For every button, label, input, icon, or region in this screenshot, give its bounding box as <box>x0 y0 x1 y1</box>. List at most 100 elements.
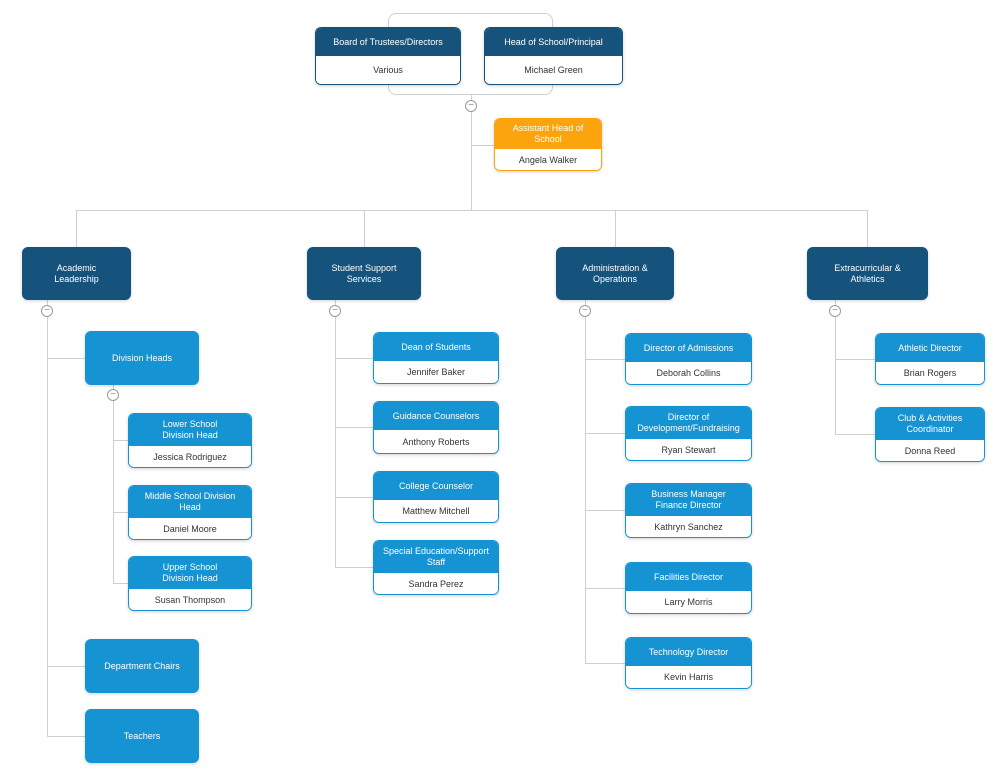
org-node-lower-school-division-head[interactable]: Lower School Division Head Jessica Rodri… <box>128 413 252 468</box>
node-person: Jennifer Baker <box>374 361 498 383</box>
node-title: Dean of Students <box>374 333 498 361</box>
org-node-college-counselor[interactable]: College Counselor Matthew Mitchell <box>373 471 499 523</box>
node-title: Director of Development/Fundraising <box>626 407 751 439</box>
connector-line <box>335 358 373 359</box>
org-node-division-heads[interactable]: Division Heads <box>85 331 199 385</box>
org-node-special-education-support-staff[interactable]: Special Education/Support Staff Sandra P… <box>373 540 499 595</box>
node-person: Daniel Moore <box>129 518 251 539</box>
node-person: Kathryn Sanchez <box>626 516 751 537</box>
connector-line <box>76 210 77 247</box>
collapse-button-admin-ops[interactable]: − <box>579 305 591 317</box>
node-title: Athletic Director <box>876 334 984 362</box>
org-node-student-support-services[interactable]: Student Support Services <box>307 247 421 300</box>
node-title: Division Heads <box>111 352 173 363</box>
connector-line <box>471 145 494 146</box>
org-node-business-manager-finance-director[interactable]: Business Manager Finance Director Kathry… <box>625 483 752 538</box>
connector-line <box>113 512 128 513</box>
connector-line <box>76 210 867 211</box>
org-node-director-of-admissions[interactable]: Director of Admissions Deborah Collins <box>625 333 752 385</box>
connector-line <box>835 359 875 360</box>
node-title: Guidance Counselors <box>374 402 498 430</box>
node-title: Technology Director <box>626 638 751 666</box>
node-title: Teachers <box>123 730 161 741</box>
node-title: Student Support Services <box>331 262 397 284</box>
node-title: Special Education/Support Staff <box>374 541 498 573</box>
connector-line <box>471 95 472 211</box>
connector-line <box>113 440 128 441</box>
node-person: Deborah Collins <box>626 362 751 384</box>
org-node-assistant-head[interactable]: Assistant Head of School Angela Walker <box>494 118 602 171</box>
node-person: Angela Walker <box>495 149 601 170</box>
node-person: Various <box>316 56 460 84</box>
node-person: Brian Rogers <box>876 362 984 384</box>
connector-line <box>835 300 836 434</box>
node-title: Board of Trustees/Directors <box>316 28 460 56</box>
node-person: Matthew Mitchell <box>374 500 498 522</box>
connector-line <box>585 359 625 360</box>
org-node-director-of-development[interactable]: Director of Development/Fundraising Ryan… <box>625 406 752 461</box>
node-title: Club & Activities Coordinator <box>876 408 984 440</box>
node-person: Ryan Stewart <box>626 439 751 460</box>
collapse-button-extracurricular[interactable]: − <box>829 305 841 317</box>
connector-line <box>113 583 128 584</box>
org-node-board-of-trustees[interactable]: Board of Trustees/Directors Various <box>315 27 461 85</box>
node-person: Susan Thompson <box>129 589 251 610</box>
org-node-teachers[interactable]: Teachers <box>85 709 199 763</box>
collapse-button-division-heads[interactable]: − <box>107 389 119 401</box>
connector-line <box>585 663 625 664</box>
node-person: Sandra Perez <box>374 573 498 594</box>
connector-line <box>47 300 48 736</box>
node-person: Anthony Roberts <box>374 430 498 453</box>
connector-line <box>585 433 625 434</box>
org-node-technology-director[interactable]: Technology Director Kevin Harris <box>625 637 752 689</box>
node-title: Director of Admissions <box>626 334 751 362</box>
org-node-upper-school-division-head[interactable]: Upper School Division Head Susan Thompso… <box>128 556 252 611</box>
connector-line <box>47 736 85 737</box>
connector-line <box>47 358 85 359</box>
connector-line <box>47 666 85 667</box>
org-node-extracurricular-athletics[interactable]: Extracurricular & Athletics <box>807 247 928 300</box>
connector-line <box>585 510 625 511</box>
connector-line <box>867 210 868 247</box>
connector-line <box>835 434 875 435</box>
node-title: Middle School Division Head <box>129 486 251 518</box>
node-title: Academic Leadership <box>54 262 99 284</box>
node-title: College Counselor <box>374 472 498 500</box>
node-person: Jessica Rodriguez <box>129 446 251 467</box>
org-node-department-chairs[interactable]: Department Chairs <box>85 639 199 693</box>
org-node-head-of-school[interactable]: Head of School/Principal Michael Green <box>484 27 623 85</box>
connector-line <box>335 497 373 498</box>
org-node-academic-leadership[interactable]: Academic Leadership <box>22 247 131 300</box>
connector-line <box>335 567 373 568</box>
node-title: Assistant Head of School <box>495 119 601 149</box>
node-person: Kevin Harris <box>626 666 751 688</box>
node-title: Facilities Director <box>626 563 751 591</box>
node-title: Department Chairs <box>104 660 180 671</box>
org-node-facilities-director[interactable]: Facilities Director Larry Morris <box>625 562 752 614</box>
connector-line <box>113 385 114 583</box>
collapse-button-academic[interactable]: − <box>41 305 53 317</box>
connector-line <box>585 300 586 663</box>
org-node-middle-school-division-head[interactable]: Middle School Division Head Daniel Moore <box>128 485 252 540</box>
connector-line <box>585 588 625 589</box>
connector-line <box>335 427 373 428</box>
node-person: Donna Reed <box>876 440 984 461</box>
collapse-button-student-support[interactable]: − <box>329 305 341 317</box>
node-person: Michael Green <box>485 56 622 84</box>
node-title: Extracurricular & Athletics <box>834 262 901 284</box>
node-person: Larry Morris <box>626 591 751 613</box>
node-title: Business Manager Finance Director <box>626 484 751 516</box>
node-title: Lower School Division Head <box>129 414 251 446</box>
org-node-guidance-counselors[interactable]: Guidance Counselors Anthony Roberts <box>373 401 499 454</box>
node-title: Upper School Division Head <box>129 557 251 589</box>
connector-line <box>364 210 365 247</box>
node-title: Head of School/Principal <box>485 28 622 56</box>
org-node-dean-of-students[interactable]: Dean of Students Jennifer Baker <box>373 332 499 384</box>
collapse-button-root[interactable]: − <box>465 100 477 112</box>
org-node-administration-operations[interactable]: Administration & Operations <box>556 247 674 300</box>
org-node-athletic-director[interactable]: Athletic Director Brian Rogers <box>875 333 985 385</box>
connector-line <box>615 210 616 247</box>
node-title: Administration & Operations <box>582 262 648 284</box>
org-node-club-activities-coordinator[interactable]: Club & Activities Coordinator Donna Reed <box>875 407 985 462</box>
